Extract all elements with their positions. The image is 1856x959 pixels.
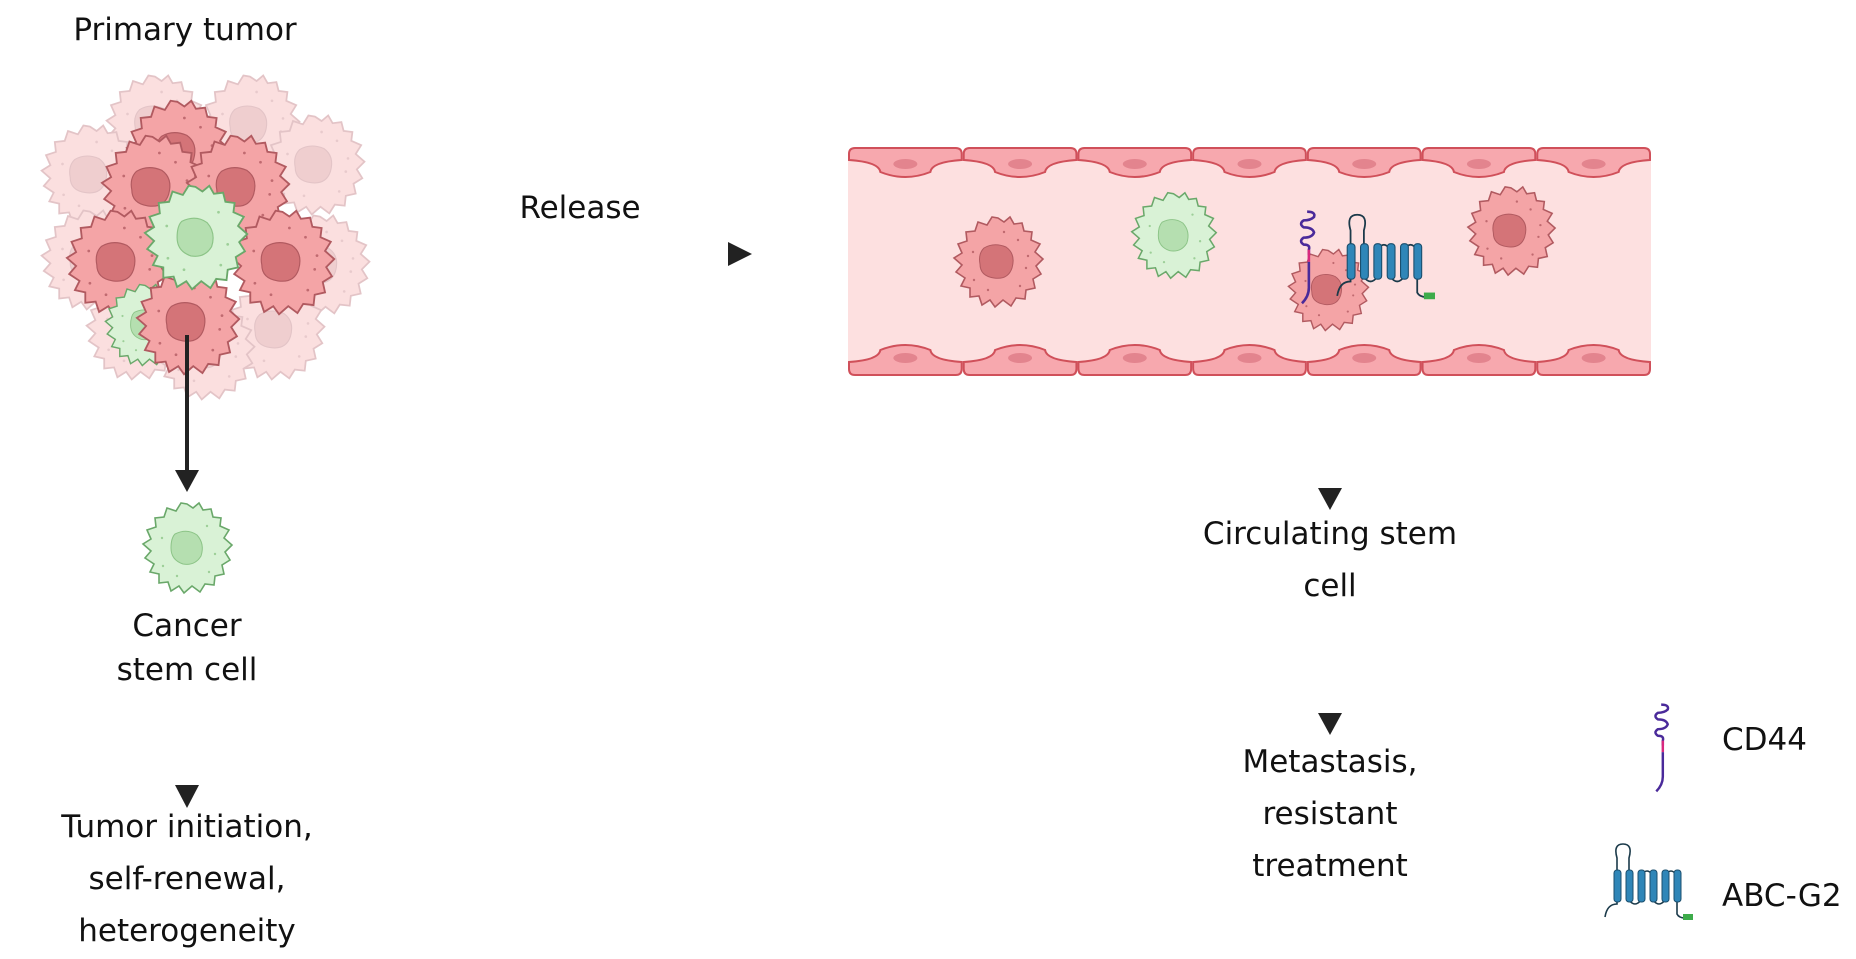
endothelial-nucleus — [1466, 159, 1491, 169]
label-line: Metastasis, — [1242, 744, 1418, 780]
endothelial-nucleus — [1237, 159, 1262, 169]
primary-tumor-label: Primary tumor — [73, 12, 297, 48]
label-line: resistant — [1262, 796, 1398, 832]
legend-abcg2-label: ABC-G2 — [1722, 878, 1842, 914]
endothelial-nucleus — [1237, 353, 1262, 363]
endothelial-nucleus — [1122, 159, 1147, 169]
arrowhead — [175, 470, 199, 492]
primary-tumor-cluster — [40, 74, 371, 401]
endothelial-nucleus — [1352, 353, 1377, 363]
endothelial-nucleus — [1008, 159, 1033, 169]
label-line: heterogeneity — [78, 913, 296, 949]
release-label: Release — [519, 190, 641, 226]
endothelial-nucleus — [1581, 159, 1606, 169]
label-line: stem cell — [116, 652, 258, 688]
endothelial-nucleus — [1581, 353, 1606, 363]
label-line: Circulating stem — [1202, 516, 1458, 552]
label-line: Tumor initiation, — [61, 809, 313, 845]
legend-cd44-icon — [1654, 703, 1670, 793]
endothelial-nucleus — [1122, 353, 1147, 363]
label-line: treatment — [1252, 848, 1408, 884]
legend-cd44-label: CD44 — [1722, 722, 1807, 758]
endothelial-nucleus — [1352, 159, 1377, 169]
label-line: cell — [1303, 568, 1357, 604]
arrowhead — [175, 785, 199, 808]
legend-abcg2-icon — [1604, 843, 1693, 921]
endothelial-nucleus — [893, 159, 918, 169]
label-line: Cancer — [132, 608, 242, 644]
endothelial-nucleus — [893, 353, 918, 363]
arrowhead — [1318, 488, 1342, 510]
arrowhead — [728, 242, 752, 266]
cancer-stem-cell — [142, 502, 233, 594]
endothelial-nucleus — [1466, 353, 1491, 363]
label-line: self-renewal, — [88, 861, 286, 897]
arrowhead — [1318, 713, 1342, 735]
endothelial-nucleus — [1008, 353, 1033, 363]
